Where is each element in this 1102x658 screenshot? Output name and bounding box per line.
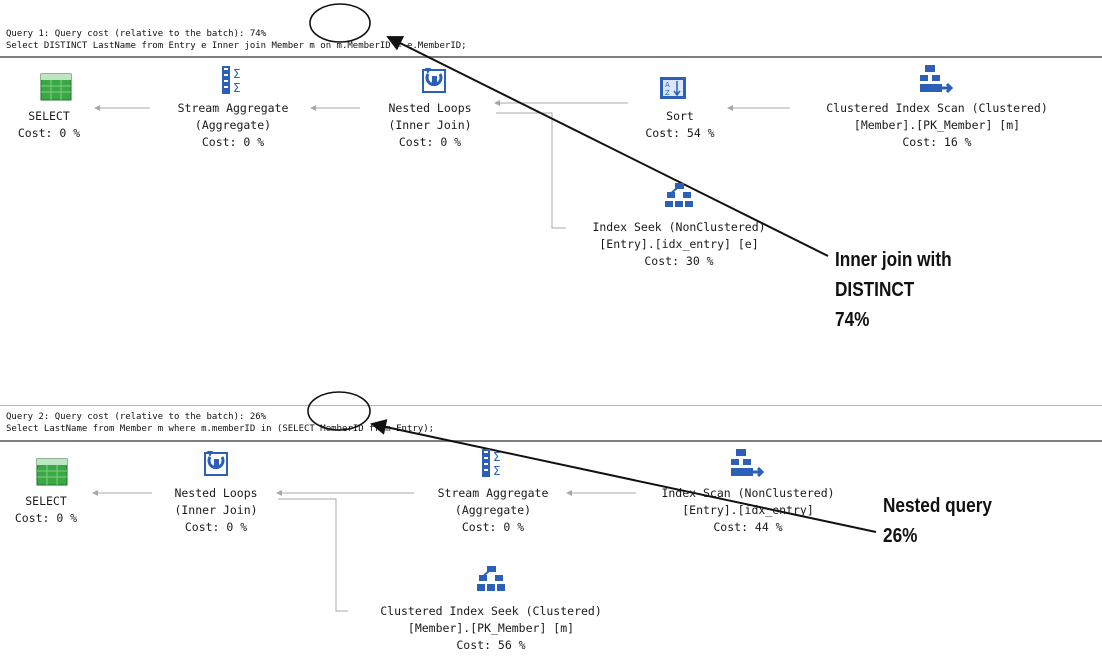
p2-index-scan-node[interactable]: Index Scan (NonClustered) [Entry].[idx_e… [661, 485, 834, 536]
p2-nested-loops-sub: (Inner Join) [174, 503, 258, 517]
svg-text:A: A [665, 81, 670, 89]
p2-select-label: SELECT [25, 494, 67, 508]
p2-stream-aggregate-sub: (Aggregate) [454, 503, 532, 517]
nested-loops-icon [204, 451, 228, 476]
query1-divider [0, 56, 1102, 58]
p1-index-seek-object: [Entry].[idx_entry] [e] [599, 237, 759, 251]
p1-select-cost: Cost: 0 % [17, 126, 81, 140]
callout2-line2: 26% [883, 525, 918, 547]
stream-aggregate-icon: Σ Σ [222, 66, 241, 95]
p2-clustered-index-seek-node[interactable]: Clustered Index Seek (Clustered) [Member… [380, 603, 602, 654]
svg-text:Σ: Σ [233, 67, 241, 81]
p2-nested-loops-cost: Cost: 0 % [184, 520, 248, 534]
p1-nested-loops-cost: Cost: 0 % [398, 135, 462, 149]
p1-nested-loops-node[interactable]: Nested Loops (Inner Join) Cost: 0 % [388, 100, 471, 151]
p1-stream-aggregate-label: Stream Aggregate [177, 101, 289, 115]
stream-aggregate-icon: Σ Σ [482, 449, 501, 478]
p1-clustered-index-scan-label: Clustered Index Scan (Clustered) [826, 101, 1048, 115]
callout-nested-query: Nested query 26% [883, 491, 992, 551]
edge-p1-seek-nl [496, 112, 566, 229]
callout-arrow-2 [370, 419, 877, 533]
p1-index-seek-node[interactable]: Index Seek (NonClustered) [Entry].[idx_e… [592, 219, 765, 270]
svg-text:Σ: Σ [493, 450, 501, 464]
p1-clustered-index-scan-cost: Cost: 16 % [902, 135, 972, 149]
clustered-index-seek-icon [477, 566, 505, 591]
p1-sort-node[interactable]: Sort Cost: 54 % [645, 108, 714, 142]
query2-top-divider [0, 405, 1102, 406]
p1-index-seek-label: Index Seek (NonClustered) [592, 220, 766, 234]
cost-highlight-oval-2 [307, 391, 371, 431]
svg-text:Z: Z [665, 89, 670, 97]
callout1-line2: DISTINCT [835, 279, 915, 301]
p1-nested-loops-label: Nested Loops [388, 101, 472, 115]
callout-arrow-1 [386, 36, 829, 257]
p2-clustered-index-seek-cost: Cost: 56 % [456, 638, 526, 652]
p2-stream-aggregate-cost: Cost: 0 % [461, 520, 525, 534]
clustered-index-scan-icon [920, 65, 954, 94]
p1-sort-cost: Cost: 54 % [645, 126, 715, 140]
p2-nested-loops-label: Nested Loops [174, 486, 258, 500]
query2-header-line2: Select LastName from Member m where m.me… [6, 424, 435, 434]
p2-select-cost: Cost: 0 % [14, 511, 78, 525]
p1-select-node[interactable]: SELECT Cost: 0 % [18, 108, 80, 142]
p2-stream-aggregate-label: Stream Aggregate [437, 486, 549, 500]
p1-stream-aggregate-node[interactable]: Stream Aggregate (Aggregate) Cost: 0 % [178, 100, 289, 151]
p1-clustered-index-scan-node[interactable]: Clustered Index Scan (Clustered) [Member… [826, 100, 1048, 151]
callout2-line1: Nested query [883, 495, 992, 517]
callout-inner-join-distinct: Inner join with DISTINCT 74% [835, 245, 952, 335]
callout1-line3: 74% [835, 309, 870, 331]
p2-index-scan-object: [Entry].[idx_entry] [682, 503, 814, 517]
p1-index-seek-cost: Cost: 30 % [644, 254, 714, 268]
callout1-line1: Inner join with [835, 249, 952, 271]
edge-p2-seek-nl [278, 498, 348, 612]
p2-stream-aggregate-node[interactable]: Stream Aggregate (Aggregate) Cost: 0 % [438, 485, 549, 536]
query2-divider [0, 440, 1102, 442]
p1-stream-aggregate-sub: (Aggregate) [194, 118, 272, 132]
cost-highlight-oval-1 [309, 3, 371, 43]
p2-nested-loops-node[interactable]: Nested Loops (Inner Join) Cost: 0 % [174, 485, 257, 536]
p2-clustered-index-seek-object: [Member].[PK_Member] [m] [407, 621, 575, 635]
query1-header-line1: Query 1: Query cost (relative to the bat… [6, 29, 267, 39]
p1-select-label: SELECT [28, 109, 70, 123]
p1-nested-loops-sub: (Inner Join) [388, 118, 472, 132]
index-seek-icon [665, 183, 693, 207]
p1-clustered-index-scan-object: [Member].[PK_Member] [m] [853, 118, 1021, 132]
svg-text:Σ: Σ [493, 464, 501, 478]
index-scan-icon [731, 449, 765, 478]
p1-sort-label: Sort [666, 109, 694, 123]
p2-index-scan-cost: Cost: 44 % [713, 520, 783, 534]
nested-loops-icon [422, 68, 446, 93]
p2-index-scan-label: Index Scan (NonClustered) [661, 486, 835, 500]
sort-icon: A Z [660, 77, 686, 99]
p1-stream-aggregate-cost: Cost: 0 % [201, 135, 265, 149]
svg-text:Σ: Σ [233, 81, 241, 95]
query1-header-line2: Select DISTINCT LastName from Entry e In… [6, 41, 467, 51]
p2-clustered-index-seek-label: Clustered Index Seek (Clustered) [380, 604, 602, 618]
query2-header-line1: Query 2: Query cost (relative to the bat… [6, 412, 267, 422]
select-result-icon [40, 73, 72, 101]
p2-select-node[interactable]: SELECT Cost: 0 % [15, 493, 77, 527]
select-result-icon [36, 458, 68, 486]
